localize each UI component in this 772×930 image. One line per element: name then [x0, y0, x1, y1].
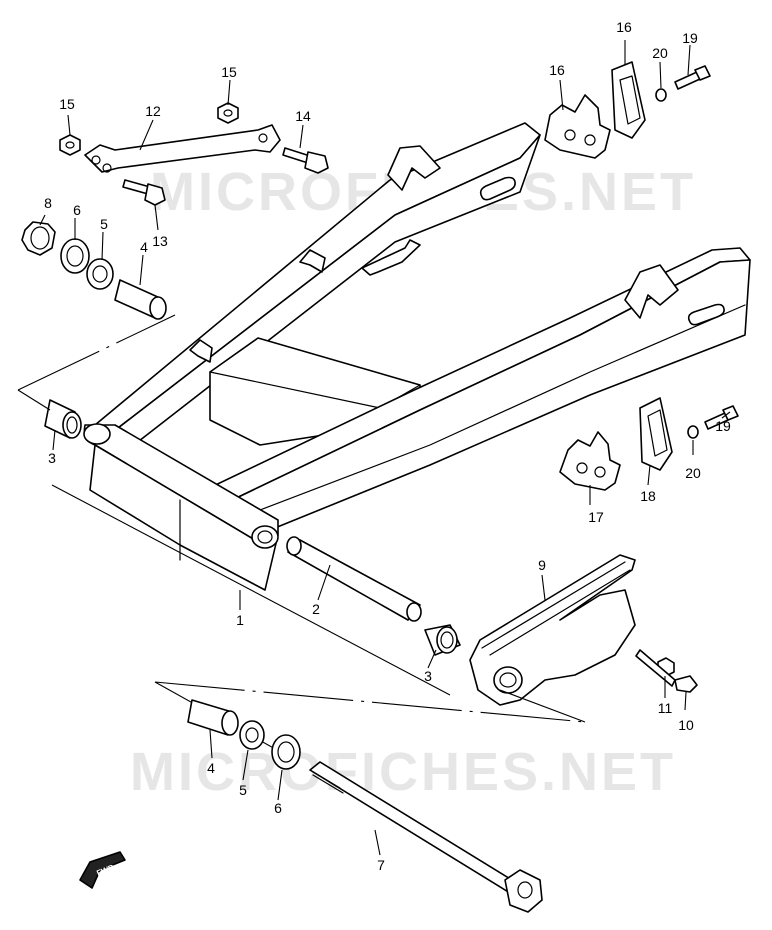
callout-15-left: 15 — [59, 96, 75, 112]
watermark-bottom: MICROFICHES.NET — [130, 742, 676, 802]
bolt-19-top — [674, 65, 711, 90]
callout-16-top: 16 — [549, 62, 565, 78]
pivot-bolt-7 — [309, 761, 543, 913]
callout-6-top: 6 — [73, 202, 81, 218]
callout-5-bottom: 5 — [239, 782, 247, 798]
callout-5-top: 5 — [100, 216, 108, 232]
link-12 — [84, 124, 281, 173]
callout-17: 16 — [616, 19, 632, 35]
nut-15-right — [217, 102, 239, 124]
callout-4-bottom: 4 — [207, 760, 215, 776]
nut-15-left — [59, 134, 81, 156]
callout-14: 14 — [295, 108, 311, 124]
callout-6-bottom: 6 — [274, 800, 282, 816]
callout-20-top: 20 — [652, 45, 668, 61]
bearing-3-right — [424, 624, 461, 656]
bolt-13 — [122, 179, 166, 206]
callout-11: 11 — [658, 700, 673, 716]
chain-adjuster-18 — [639, 397, 673, 471]
callout-4-top: 4 — [140, 239, 148, 255]
collar-6-lower — [271, 734, 301, 770]
callout-1: 1 — [236, 612, 244, 628]
washer-5-lower — [239, 720, 265, 750]
callout-7: 7 — [377, 857, 385, 873]
callout-9: 9 — [538, 557, 546, 573]
bolt-14 — [282, 147, 329, 174]
collar-6 — [60, 238, 90, 274]
spacer-4-lower — [187, 699, 239, 736]
bolt-19-bottom — [704, 405, 739, 430]
washer-5 — [86, 258, 114, 290]
callout-13: 13 — [152, 233, 168, 249]
callout-8: 8 — [44, 195, 52, 211]
callout-10: 10 — [678, 717, 694, 733]
plate-16-bottom — [559, 431, 621, 491]
callout-18: 18 — [640, 488, 656, 504]
plate-16-top — [544, 94, 611, 159]
chain-adjuster-17 — [611, 61, 646, 139]
callout-15-right: 15 — [221, 64, 237, 80]
callout-3-right: 3 — [424, 668, 432, 684]
callout-20-bottom: 20 — [685, 465, 701, 481]
callout-3-left: 3 — [48, 450, 56, 466]
callout-2: 2 — [312, 601, 320, 617]
chain-guide-9 — [469, 554, 636, 706]
washer-20-bottom — [687, 425, 699, 439]
callout-12: 12 — [145, 103, 161, 119]
nut-8 — [21, 221, 56, 256]
pivot-shaft-2 — [286, 536, 422, 622]
leader-lines — [39, 40, 731, 856]
callout-19-bottom: 19 — [715, 418, 731, 434]
spacer-4 — [114, 279, 167, 320]
washer-20-top — [655, 88, 667, 102]
callout-16-bottom: 17 — [588, 509, 604, 525]
bearing-3-left — [44, 399, 82, 439]
callout-labels: 16 16 20 19 15 15 12 14 13 8 6 5 4 3 1 2… — [44, 19, 731, 873]
callout-19-top: 19 — [682, 30, 698, 46]
swingarm — [83, 122, 751, 591]
pivot-axis-line — [17, 314, 176, 411]
fwd-arrow-badge: FWD — [79, 851, 126, 889]
